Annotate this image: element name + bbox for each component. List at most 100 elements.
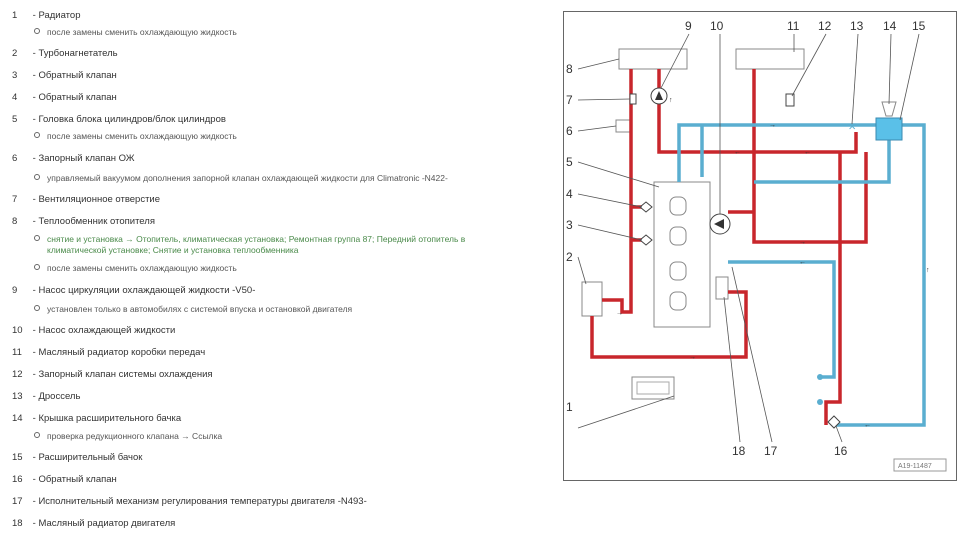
callout-2: 2 [566, 250, 573, 264]
item-label: Вентиляционное отверстие [38, 194, 161, 205]
flow-arrow-icon: ← [799, 259, 806, 266]
flow-arrows: ↑ ← ← → → ← → ↑ ← → [616, 97, 930, 429]
leader [577, 224, 643, 241]
item-label: Насос охлаждающей жидкости [38, 325, 176, 336]
leader [577, 98, 631, 101]
pipe [752, 69, 868, 244]
subitem-text: после замены сменить охлаждающую жидкост… [47, 27, 237, 37]
legend-subitem: после замены сменить охлаждающую жидкост… [34, 263, 237, 274]
item-label: Головка блока цилиндров/блок цилиндров [38, 114, 226, 125]
callout-11: 11 [787, 19, 800, 33]
flow-arrow-icon: → [769, 122, 776, 129]
legend-item: 17 - Исполнительный механизм регулирован… [12, 496, 367, 507]
item-number: 2 [12, 48, 18, 59]
callout-17: 17 [764, 444, 778, 458]
item-number: 9 [12, 285, 18, 296]
heater-core-8 [618, 48, 688, 70]
item-number: 15 [12, 452, 23, 463]
pipe [657, 69, 858, 154]
legend-item: 14 - Крышка расширительного бачка [12, 413, 182, 424]
callout-8: 8 [566, 62, 573, 76]
flow-arrow-icon: ↑ [669, 97, 673, 104]
callout-12: 12 [818, 19, 832, 33]
junction [817, 399, 823, 405]
legend-item: 11 - Масляный радиатор коробки передач [12, 347, 206, 358]
bullet-icon [34, 432, 40, 438]
item-label: Расширительный бачок [38, 452, 143, 463]
pipe [677, 123, 876, 182]
throttle-13-mark: ✕ [848, 122, 856, 133]
diagram-canvas: ✕ ↑ ← ← → → ← → ↑ ← → [566, 19, 947, 472]
callout-9: 9 [685, 19, 692, 33]
leader [731, 266, 773, 443]
leader [723, 296, 741, 443]
legend-item: 8 - Теплообменник отопителя [12, 216, 155, 227]
item-number: 12 [12, 369, 23, 380]
callout-5: 5 [566, 155, 573, 169]
legend-subitem: проверка редукционного клапана → Ссылка [34, 431, 222, 442]
bullet-icon [34, 235, 40, 241]
flow-arrow-icon: ↑ [926, 267, 930, 274]
leader [835, 425, 843, 443]
callout-15: 15 [912, 19, 926, 33]
radiator-core [636, 381, 670, 395]
check-valve-3 [639, 234, 653, 246]
item-label: Крышка расширительного бачка [38, 413, 182, 424]
bullet-icon [34, 264, 40, 270]
turbocharger-2 [581, 281, 603, 317]
subitem-link[interactable]: снятие и установка → Отопитель, климатич… [47, 234, 466, 255]
item-label: Масляный радиатор двигателя [38, 518, 176, 529]
callout-1: 1 [566, 400, 573, 414]
bullet-icon [34, 132, 40, 138]
leader [577, 58, 620, 70]
item-label: Масляный радиатор коробки передач [38, 347, 206, 358]
legend-subitem: после замены сменить охлаждающую жидкост… [34, 131, 237, 142]
legend-subitem: после замены сменить охлаждающую жидкост… [34, 27, 237, 38]
flow-arrow-icon: ← [734, 149, 741, 156]
flow-arrow-icon: → [689, 354, 696, 361]
item-number: 14 [12, 413, 23, 424]
item-number: 11 [12, 347, 22, 358]
legend-item: 13 - Дроссель [12, 391, 81, 402]
engine-oil-cooler-18 [715, 276, 729, 300]
legend-item: 15 - Расширительный бачок [12, 452, 143, 463]
legend-item: 18 - Масляный радиатор двигателя [12, 518, 176, 529]
cooling-circuit-diagram: ✕ ↑ ← ← → → ← → ↑ ← → [563, 11, 957, 481]
item-number: 17 [12, 496, 23, 507]
leader [851, 33, 859, 125]
item-label: Насос циркуляции охлаждающей жидкости -V… [38, 285, 256, 296]
cylinder [669, 261, 687, 281]
flow-arrow-icon: → [799, 239, 806, 246]
item-number: 16 [12, 474, 23, 485]
gearbox-oil-cooler-11 [735, 48, 805, 70]
callout-4: 4 [566, 187, 573, 201]
bullet-icon [34, 174, 40, 180]
item-number: 3 [12, 70, 18, 81]
item-label: Теплообменник отопителя [38, 216, 155, 227]
legend-subitem[interactable]: снятие и установка → Отопитель, климатич… [34, 234, 517, 256]
legend-item: 10 - Насос охлаждающей жидкости [12, 325, 176, 336]
callout-7: 7 [566, 93, 573, 107]
hot-coolant-lines [590, 69, 868, 425]
reference-code: A19-11487 [898, 463, 932, 470]
callout-6: 6 [566, 124, 573, 138]
subitem-text: управляемый вакуумом дополнения запорной… [47, 173, 448, 183]
pump-arrow-icon [714, 219, 724, 229]
subitem-text: после замены сменить охлаждающую жидкост… [47, 131, 237, 141]
pipe [836, 123, 926, 427]
leader [899, 33, 920, 121]
tank-cap-14 [881, 101, 897, 117]
check-valve-4 [639, 201, 653, 213]
callout-3: 3 [566, 218, 573, 232]
flow-arrow-icon: ← [804, 149, 811, 156]
pipe [754, 132, 891, 184]
legend-subitem: установлен только в автомобилях с систем… [34, 304, 352, 315]
callout-10: 10 [710, 19, 724, 33]
item-label: Исполнительный механизм регулирования те… [38, 496, 367, 507]
item-number: 13 [12, 391, 23, 402]
bullet-icon [34, 305, 40, 311]
legend-item: 1 - Радиатор [12, 10, 81, 21]
flow-arrow-icon: → [616, 310, 623, 317]
shutoff-valve-12 [785, 93, 795, 107]
junction [817, 374, 823, 380]
